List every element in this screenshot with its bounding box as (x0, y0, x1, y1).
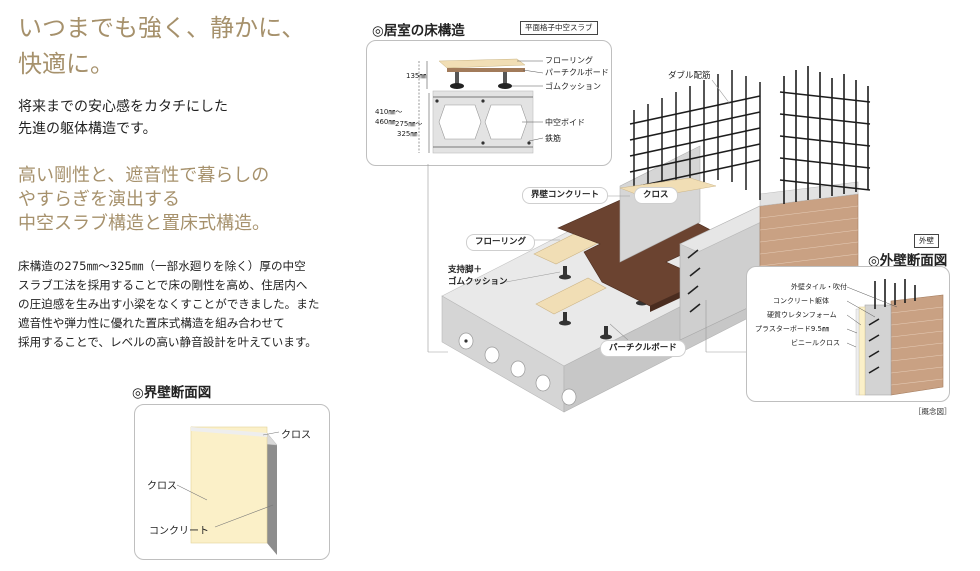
label-particle-board: パーチクルボード (600, 340, 686, 357)
label-support-line-1: 支持脚＋ (448, 265, 483, 275)
sub-headline: 高い剛性と、遮音性で暮らしの やすらぎを演出する 中空スラブ構造と置床式構造。 (18, 164, 270, 236)
floor-void (438, 104, 482, 140)
floor-label-rubber: ゴムクッション (545, 82, 601, 91)
label-wall-concrete: 界壁コンクリート (522, 187, 609, 204)
interior-wall (619, 145, 701, 263)
floor-label-flooring: フローリング (545, 56, 593, 65)
rebar-cage-left (629, 70, 761, 200)
concept-note: ［概念図］ (914, 407, 952, 416)
floor-support-leg (503, 72, 507, 84)
headline: いつまでも強く、静かに、 快適に。 (18, 10, 305, 82)
wall-concrete-edge (267, 433, 277, 555)
sub-line-3: 中空スラブ構造と置床式構造。 (18, 213, 270, 234)
wall-label-cross-left: クロス (147, 481, 177, 492)
floor-flooring-layer (438, 58, 526, 69)
label-support: 支持脚＋ ゴムクッション (448, 264, 508, 288)
exterior-tag: 外壁 (914, 234, 939, 248)
floor-rubber-cushion (450, 83, 464, 89)
body-line-3: の圧迫感を生み出す小梁をなくすことができました。また (18, 297, 320, 311)
label-double-rebar: ダブル配筋 (668, 71, 711, 81)
rebar-cage-column (779, 66, 871, 204)
wall-section-panel: クロス クロス コンクリート (134, 404, 330, 560)
wall-label-cross-top: クロス (281, 430, 311, 441)
wall-section-illustration (176, 426, 280, 555)
label-cross: クロス (634, 187, 678, 204)
exterior-section-illustration (846, 279, 944, 396)
exterior-section-title: ◎外壁断面図 (868, 253, 948, 269)
floor-support-leg (455, 72, 459, 84)
exterior-concrete (864, 304, 892, 396)
wall-label-concrete: コンクリート (149, 526, 209, 537)
floor-structure-panel: 135㎜ 410㎜～ 460㎜ 275㎜～ 325㎜ フローリング パーチクルボ… (366, 40, 612, 166)
exterior-rebars (868, 279, 916, 374)
wall-cross-face (190, 426, 268, 544)
floor-particle-layer (447, 68, 525, 72)
floor-label-rebar: 鉄筋 (545, 134, 561, 143)
body-line-1: 床構造の275㎜～325㎜（一部水廻りを除く）厚の中空 (18, 259, 306, 273)
body-line-4: 遮音性や弾力性に優れた置床式構造を組み合わせて (18, 316, 285, 330)
floor-label-particle: パーチクルボード (545, 68, 609, 77)
floor-structure-tag: 平面格子中空スラブ (520, 21, 598, 35)
exterior-label-tile: 外壁タイル・吹付 (791, 283, 847, 291)
particle-board (535, 277, 607, 315)
exterior-plaster (855, 308, 860, 396)
floor-void (484, 104, 528, 140)
body-text: 床構造の275㎜～325㎜（一部水廻りを除く）厚の中空 スラブ工法を採用すること… (18, 257, 319, 352)
exterior-label-plaster: プラスターボード9.5㎜ (755, 325, 829, 333)
partition-wall-rebars (687, 249, 701, 313)
lead-text: 将来までの安心感をカタチにした 先進の躯体構造です。 (18, 96, 228, 140)
body-line-5: 採用することで、レベルの高い静音設計を叶えています。 (18, 335, 317, 349)
lead-line-1: 将来までの安心感をカタチにした (18, 99, 228, 115)
dim-410-b: 460㎜ (375, 118, 396, 126)
dim-275-b: 325㎜ (397, 130, 418, 138)
exterior-section-panel: 外壁タイル・吹付 コンクリート躯体 硬質ウレタンフォーム プラスターボード9.5… (746, 266, 950, 402)
exterior-urethane (858, 306, 866, 396)
label-flooring: フローリング (466, 234, 536, 251)
body-line-2: スラブ工法を採用することで床の剛性を高め、住居内へ (18, 278, 308, 292)
label-support-line-2: ゴムクッション (448, 277, 508, 287)
wall-top-strip (191, 427, 267, 437)
dim-135: 135㎜ (406, 72, 427, 80)
floor-structure-illustration (418, 58, 544, 154)
dim-275-a: 275㎜～ (395, 120, 423, 128)
floor-structure-title: ◎居室の床構造 (372, 23, 465, 39)
lead-line-2: 先進の躯体構造です。 (18, 121, 157, 137)
exterior-label-vinyl: ビニールクロス (791, 339, 840, 347)
floor-rubber-cushion (498, 83, 512, 89)
exterior-label-urethane: 硬質ウレタンフォーム (767, 311, 837, 319)
exterior-label-concrete: コンクリート躯体 (773, 297, 829, 305)
dim-410-a: 410㎜～ (375, 108, 403, 116)
floor-label-void: 中空ボイド (545, 118, 585, 127)
sub-line-1: 高い剛性と、遮音性で暮らしの (18, 165, 270, 186)
headline-line-2: 快適に。 (18, 50, 114, 78)
sub-line-2: やすらぎを演出する (18, 189, 180, 210)
wall-section-title: ◎界壁断面図 (132, 385, 212, 401)
headline-line-1: いつまでも強く、静かに、 (18, 14, 306, 42)
